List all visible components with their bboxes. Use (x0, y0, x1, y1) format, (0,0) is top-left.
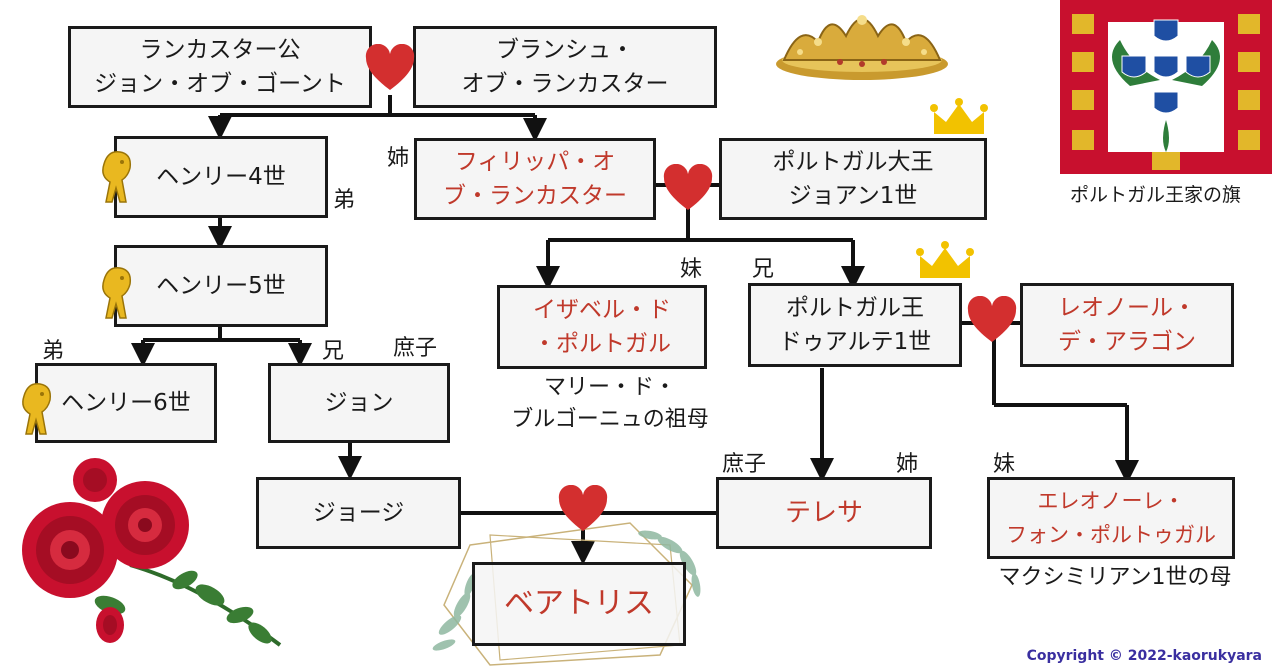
relation-label: 妹 (993, 452, 1016, 477)
person-john-of-gaunt: ランカスター公 ジョン・オブ・ゴーント (68, 26, 372, 108)
lion-icon (22, 383, 52, 435)
person-name: ランカスター公 ジョン・オブ・ゴーント (94, 37, 346, 97)
heart-icon (663, 164, 713, 210)
person-name: エレオノーレ・ フォン・ポルトゥガル (1006, 489, 1216, 547)
person-name: フィリッパ・オ ブ・ランカスター (443, 149, 627, 209)
heart-icon (558, 485, 608, 531)
relation-label: 兄 (752, 257, 775, 282)
person-teresa: テレサ (716, 477, 932, 549)
lion-icon (102, 151, 132, 203)
person-beatrice: ベアトリス (472, 562, 686, 646)
person-isabel: イザベル・ド ・ポルトガル (497, 285, 707, 369)
person-john: ジョン (268, 363, 450, 443)
eleonore-note: マクシミリアン1世の母 (998, 565, 1232, 590)
person-name: ブランシュ・ オブ・ランカスター (461, 37, 669, 97)
person-george: ジョージ (256, 477, 461, 549)
heart-icon (967, 296, 1017, 342)
relation-label: 弟 (333, 188, 356, 213)
relation-label: 弟 (42, 339, 65, 364)
person-name: ジョン (324, 390, 394, 416)
person-name: ヘンリー6世 (61, 390, 191, 416)
red-roses-icon (22, 458, 282, 647)
relation-label: 庶子 (393, 336, 438, 361)
crown-icon (930, 98, 988, 134)
relation-label: 兄 (322, 339, 345, 364)
wreath-frame-icon (432, 522, 701, 666)
person-name: ジョージ (312, 500, 405, 526)
relation-label: 妹 (680, 257, 703, 282)
person-henry-v: ヘンリー5世 (114, 245, 328, 327)
person-henry-iv: ヘンリー4世 (114, 136, 328, 218)
person-name: ポルトガル王 ドゥアルテ1世 (778, 295, 932, 355)
person-name: イザベル・ド ・ポルトガル (533, 297, 671, 357)
portugal-royal-flag-icon (1060, 0, 1272, 174)
flag-caption: ポルトガル王家の旗 (1070, 184, 1242, 206)
isabel-note: マリー・ド・ ブルゴーニュの祖母 (511, 375, 709, 432)
person-henry-vi: ヘンリー6世 (35, 363, 217, 443)
person-leonor: レオノール・ デ・アラゴン (1020, 283, 1234, 367)
royal-crown-icon (776, 15, 948, 80)
person-name: ベアトリス (504, 586, 654, 621)
crown-icon (916, 241, 974, 278)
relation-label: 庶子 (722, 452, 767, 477)
relation-label: 姉 (387, 146, 410, 171)
person-blanche: ブランシュ・ オブ・ランカスター (413, 26, 717, 108)
relation-label: 姉 (896, 452, 919, 477)
person-name: ヘンリー5世 (156, 273, 286, 299)
person-name: テレサ (784, 498, 863, 528)
person-philippa: フィリッパ・オ ブ・ランカスター (414, 138, 656, 220)
person-name: レオノール・ デ・アラゴン (1058, 295, 1196, 355)
heart-icon (365, 44, 415, 90)
copyright-notice: Copyright © 2022-kaorukyara (1026, 648, 1262, 664)
person-joao-i: ポルトガル大王 ジョアン1世 (719, 138, 987, 220)
person-duarte-i: ポルトガル王 ドゥアルテ1世 (748, 283, 962, 367)
person-name: ポルトガル大王 ジョアン1世 (772, 149, 934, 209)
lion-icon (102, 267, 132, 319)
person-eleonore: エレオノーレ・ フォン・ポルトゥガル (987, 477, 1235, 559)
person-name: ヘンリー4世 (156, 164, 286, 190)
